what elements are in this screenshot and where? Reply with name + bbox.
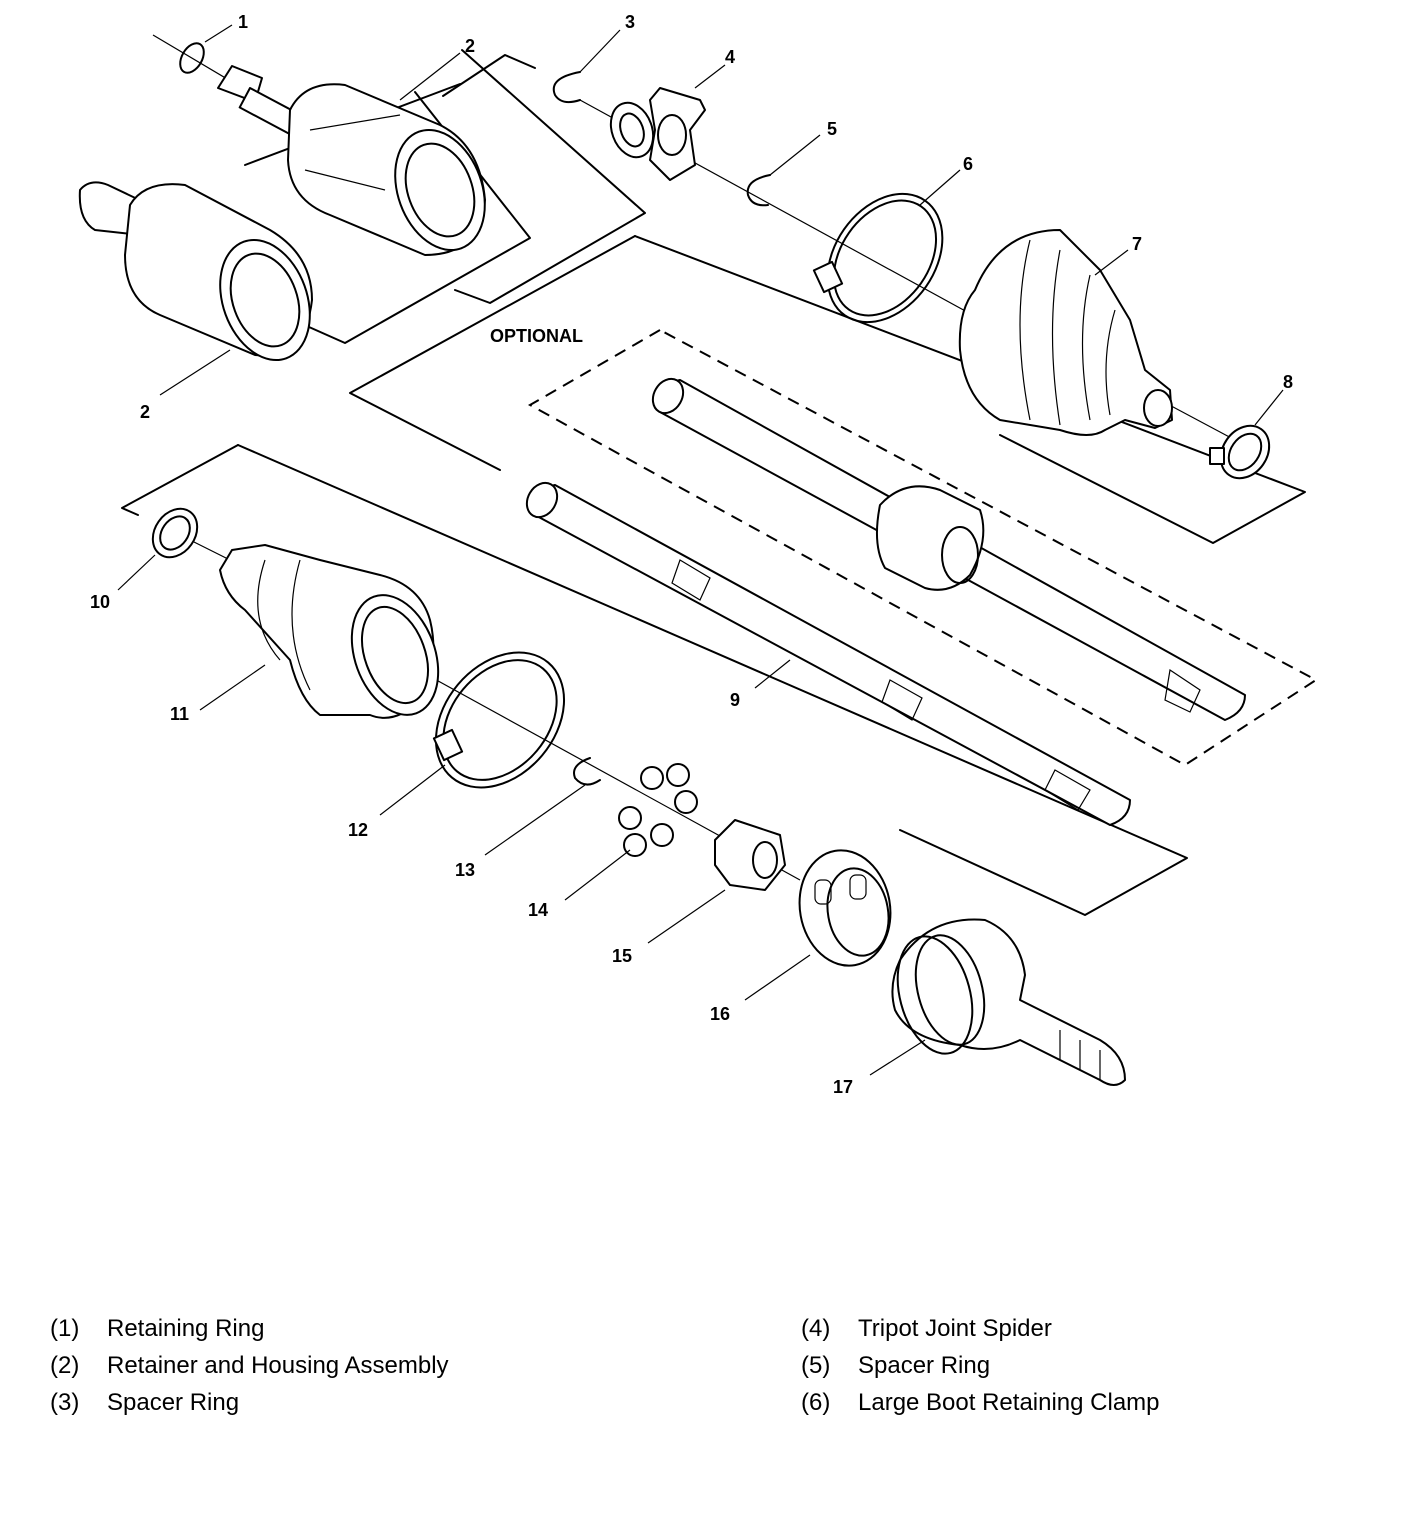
optional-axle-shaft	[651, 377, 1246, 721]
legend-text: Spacer Ring	[858, 1352, 991, 1379]
housing-bracket-upper	[454, 49, 646, 304]
balls	[618, 763, 698, 857]
inner-race	[714, 819, 786, 891]
legend-item: (3) Spacer Ring	[50, 1384, 449, 1421]
cage	[798, 849, 892, 967]
callout-16: 16	[710, 1004, 730, 1024]
boot-bracket-upper	[442, 54, 536, 97]
spacer-ring-5	[746, 174, 771, 207]
legend-number: (5)	[801, 1352, 831, 1379]
outer-boot	[219, 544, 440, 719]
callout-2-upper: 2	[465, 36, 475, 56]
axle-shaft	[525, 481, 1131, 826]
legend-item: (6) Large Boot Retaining Clamp	[801, 1384, 1160, 1421]
optional-label: OPTIONAL	[490, 326, 583, 346]
legend-right: (4) Tripot Joint Spider (5) Spacer Ring (6…	[801, 1310, 1160, 1421]
housing-upper	[217, 65, 486, 256]
callout-10: 10	[90, 592, 110, 612]
legend-number: (2)	[50, 1352, 80, 1379]
callout-7: 7	[1132, 234, 1142, 254]
callout-13: 13	[455, 860, 475, 880]
outer-joint-bracket	[237, 444, 1188, 916]
retaining-ring-13	[573, 757, 601, 786]
large-boot-retaining-clamp	[812, 192, 944, 324]
legend-left: (1) Retaining Ring (2) Retainer and Housin…	[50, 1310, 449, 1421]
legend-number: (1)	[50, 1315, 80, 1342]
legend-item: (5) Spacer Ring	[801, 1347, 1160, 1384]
tripot-joint-spider	[609, 87, 706, 181]
optional-shaft-dashed-box	[527, 328, 1318, 767]
callout-11: 11	[170, 704, 189, 724]
shaft-bracket-upper	[349, 235, 636, 471]
legend-text: Retaining Ring	[107, 1315, 265, 1342]
outer-boot-clamp	[432, 651, 566, 789]
legend-item: (4) Tripot Joint Spider	[801, 1310, 1160, 1347]
small-boot-clamp-8	[1209, 424, 1271, 480]
legend-number: (4)	[801, 1315, 831, 1342]
legend-text: Tripot Joint Spider	[858, 1315, 1052, 1342]
callout-17: 17	[833, 1077, 853, 1097]
legend-number: (6)	[801, 1389, 831, 1416]
callout-3: 3	[625, 12, 635, 32]
outer-joint-bracket	[121, 444, 239, 516]
spacer-ring-3	[552, 71, 581, 104]
legend-text: Large Boot Retaining Clamp	[858, 1389, 1160, 1416]
callout-8: 8	[1283, 372, 1293, 392]
callout-9: 9	[730, 690, 740, 710]
small-boot-clamp-10	[151, 507, 199, 559]
callout-1: 1	[238, 12, 248, 32]
housing-lower	[78, 181, 313, 362]
callout-12: 12	[348, 820, 368, 840]
callout-6: 6	[963, 154, 973, 174]
legend-text: Spacer Ring	[107, 1389, 240, 1416]
legend-number: (3)	[50, 1389, 80, 1416]
callout-5: 5	[827, 119, 837, 139]
legend-item: (1) Retaining Ring	[50, 1310, 449, 1347]
outer-cv-joint	[891, 918, 1126, 1086]
callout-14: 14	[528, 900, 548, 920]
retaining-ring-1	[179, 42, 205, 74]
exploded-axle-diagram: 1 2 2 3 4 5 6 7 8 9 10 11 12 13 14 15 16…	[78, 12, 1318, 1097]
legend-item: (2) Retainer and Housing Assembly	[50, 1347, 449, 1384]
legend-text: Retainer and Housing Assembly	[107, 1352, 449, 1379]
callout-4: 4	[725, 47, 735, 67]
inner-boot	[958, 229, 1173, 436]
callout-2-lower: 2	[140, 402, 150, 422]
callout-15: 15	[612, 946, 632, 966]
